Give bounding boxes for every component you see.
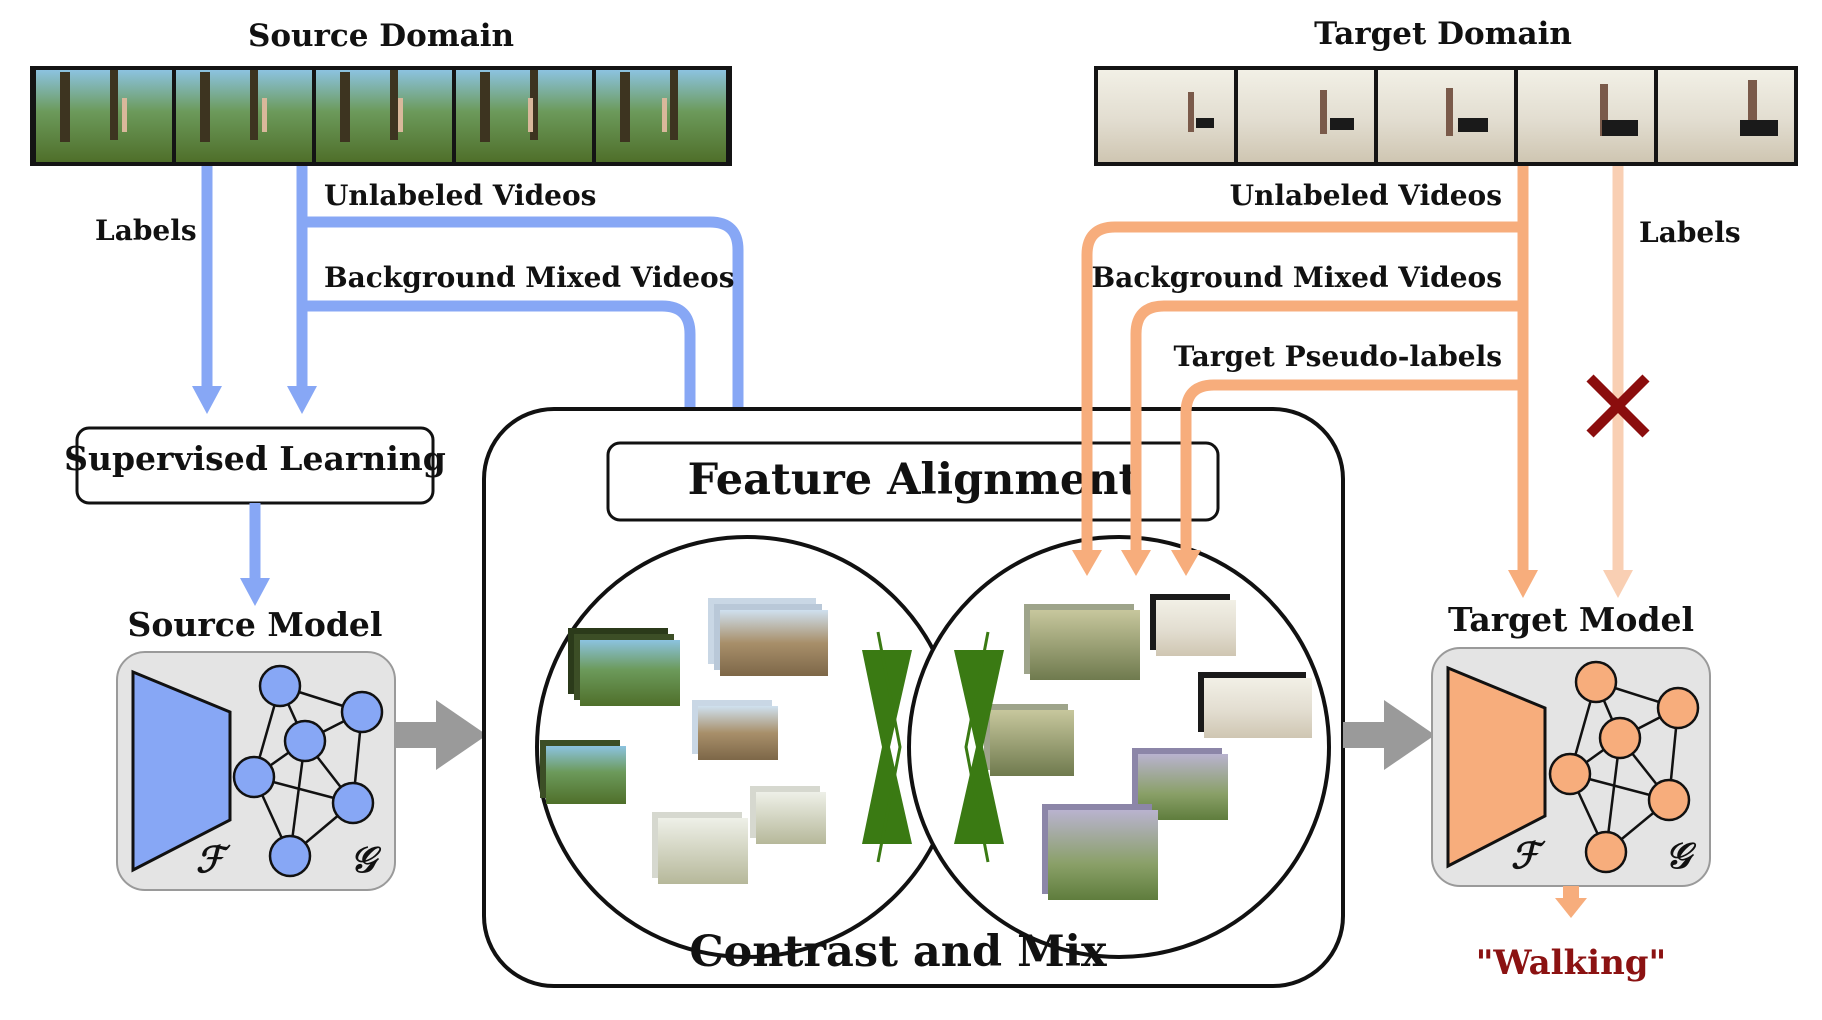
target-graph-nodes <box>1548 660 1700 874</box>
source-labels-arrowhead <box>192 386 222 414</box>
source-clip-stack <box>568 628 680 706</box>
source-video-strip <box>30 66 732 166</box>
source-frame <box>316 70 452 162</box>
target-domain-title: Target Domain <box>1314 16 1572 52</box>
source-clip-stack <box>708 598 828 676</box>
target-frame <box>1658 70 1794 162</box>
target-clip-stack <box>1132 748 1228 820</box>
source-unlabeled-label: Unlabeled Videos <box>324 179 596 212</box>
source-bgmix-label: Background Mixed Videos <box>324 261 734 294</box>
target-unlabeled-arrow <box>1081 166 1529 572</box>
supervised-learning-label: Supervised Learning <box>64 439 446 478</box>
target-pseudo-label: Target Pseudo-labels <box>1173 340 1502 373</box>
target-clip-stack <box>1024 604 1140 680</box>
target-labels-arrow <box>1603 166 1633 598</box>
source-clip-stack <box>652 812 748 884</box>
source-to-center-arrow <box>395 700 487 770</box>
source-encoder-shape <box>131 669 232 873</box>
source-clip-stack <box>540 740 626 804</box>
contrast-mix-label: Contrast and Mix <box>689 927 1107 977</box>
feature-alignment-box <box>606 441 1220 522</box>
source-graph-nodes <box>232 664 384 878</box>
target-model-title: Target Model <box>1448 600 1694 639</box>
target-frame <box>1238 70 1374 162</box>
source-model-title: Source Model <box>128 605 383 644</box>
target-bgmix-arrowhead <box>1121 550 1151 576</box>
center-to-target-arrow <box>1343 700 1435 770</box>
source-domain-title: Source Domain <box>248 18 514 54</box>
source-frame <box>36 70 172 162</box>
source-frame <box>176 70 312 162</box>
labels-unavailable-cross <box>1586 374 1650 438</box>
target-frame <box>1098 70 1234 162</box>
source-unlabeled-arrow <box>296 166 744 552</box>
target-frame <box>1518 70 1654 162</box>
supervised-to-model-arrow <box>240 503 270 606</box>
target-labels-label: Labels <box>1639 216 1741 249</box>
target-unlabeled-arrowhead <box>1072 550 1102 576</box>
target-model-input-arrowhead <box>1508 570 1538 598</box>
target-video-strip <box>1094 66 1798 166</box>
source-supervised-arrowhead <box>287 386 317 414</box>
target-encoder-shape <box>1446 665 1547 869</box>
target-frame <box>1378 70 1514 162</box>
target-bgmix-label: Background Mixed Videos <box>1092 261 1502 294</box>
target-unlabeled-label: Unlabeled Videos <box>1230 179 1502 212</box>
source-labels-label: Labels <box>95 214 197 247</box>
prediction-arrow <box>1555 886 1587 918</box>
prediction-label: "Walking" <box>1476 943 1667 983</box>
source-frame <box>456 70 592 162</box>
target-clip-stack <box>1150 594 1236 656</box>
contrast-marker-right <box>954 650 1004 844</box>
contrast-marker-lines <box>876 631 990 863</box>
target-clip-stack <box>1198 672 1312 738</box>
source-clip-stack <box>692 700 778 760</box>
source-clip-stack <box>750 786 826 844</box>
contrast-marker-left <box>862 650 912 844</box>
target-clip-stack <box>984 704 1074 776</box>
target-pseudo-arrowhead <box>1171 550 1201 576</box>
target-clip-stack <box>1042 804 1158 900</box>
source-frame <box>596 70 726 162</box>
feature-alignment-label: Feature Alignment <box>688 455 1139 505</box>
